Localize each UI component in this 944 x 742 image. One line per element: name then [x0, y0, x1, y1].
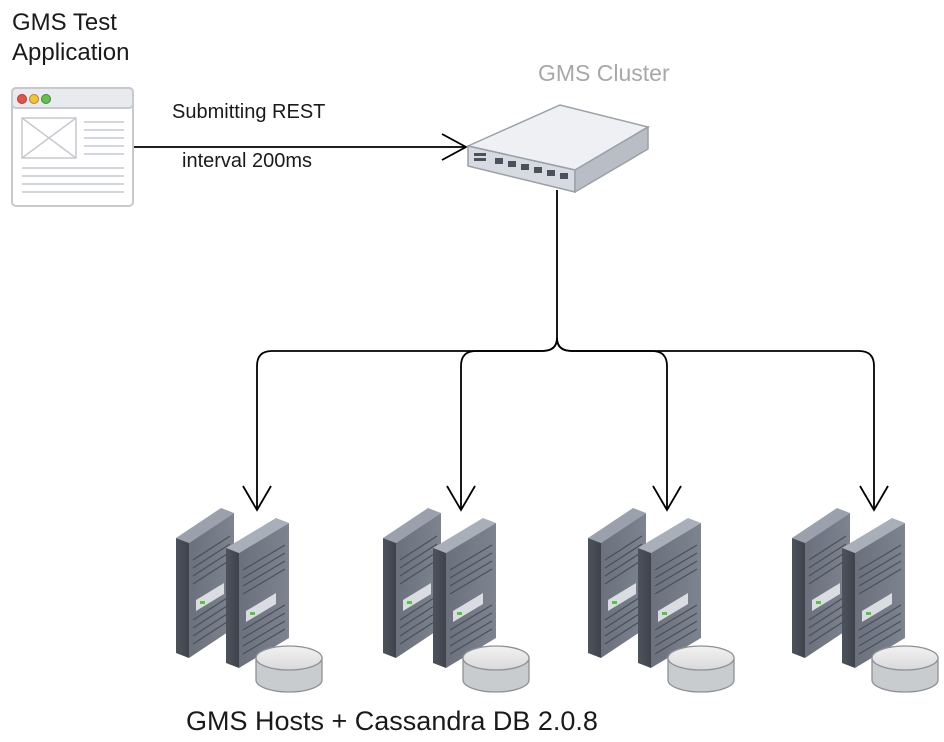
- cluster-label: GMS Cluster: [538, 60, 670, 86]
- hosts-label: GMS Hosts + Cassandra DB 2.0.8: [186, 706, 598, 736]
- server-rack-icon: [588, 508, 701, 668]
- edge-label-request: Submitting REST: [172, 101, 326, 123]
- server-host-2: [383, 508, 530, 693]
- cluster-connectors: [242, 190, 889, 512]
- network-switch-icon: [465, 104, 650, 194]
- server-host-4: [792, 508, 939, 693]
- request-arrow: [134, 133, 468, 161]
- server-rack-icon: [176, 508, 289, 668]
- server-host-3: [588, 508, 735, 693]
- database-disk-icon: [871, 645, 939, 693]
- server-host-1: [176, 508, 323, 693]
- server-rack-icon: [383, 508, 496, 668]
- application-label: GMS Test Application: [12, 9, 130, 66]
- server-rack-icon: [792, 508, 905, 668]
- database-disk-icon: [667, 645, 735, 693]
- browser-window-icon: [11, 87, 134, 207]
- database-disk-icon: [462, 645, 530, 693]
- edge-label-interval: interval 200ms: [182, 150, 313, 172]
- database-disk-icon: [255, 645, 323, 693]
